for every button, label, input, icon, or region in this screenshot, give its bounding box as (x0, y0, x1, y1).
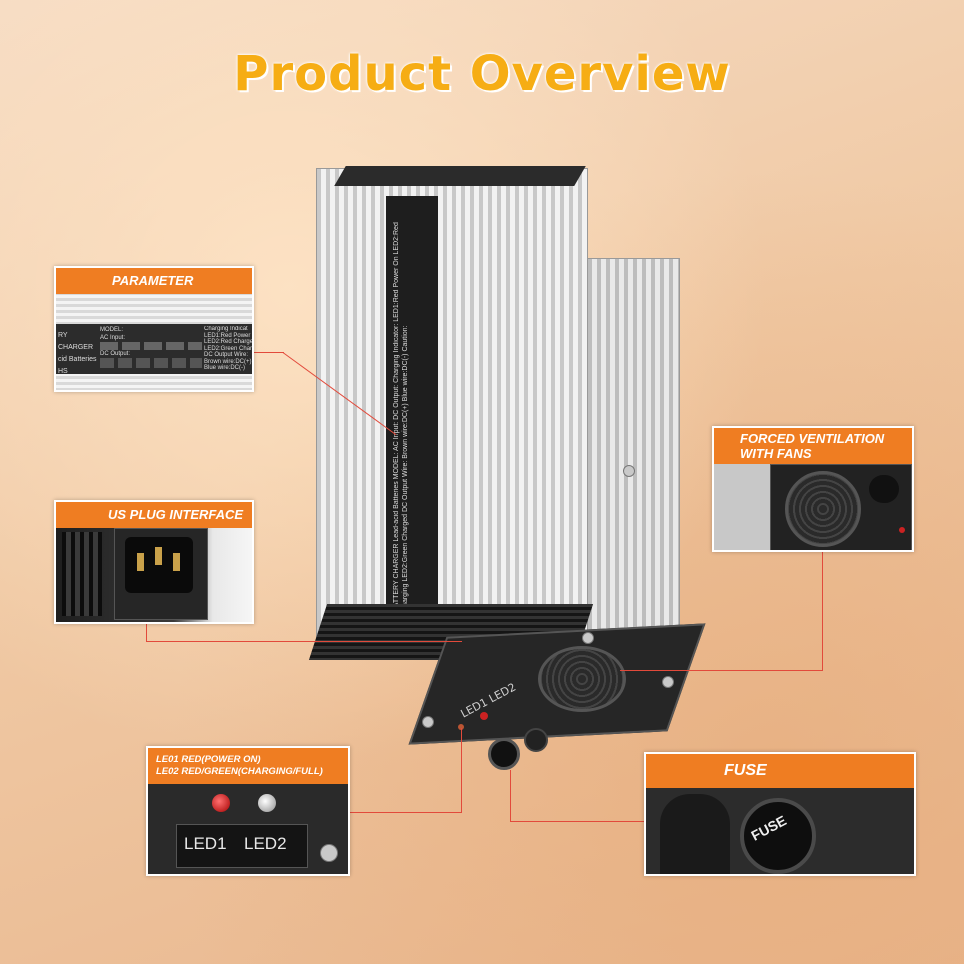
parameter-header: PARAMETER (56, 268, 252, 294)
screw (623, 465, 635, 477)
output-cable-icon (524, 728, 548, 752)
parameter-side-line: cid Batteries (58, 356, 97, 363)
led-dot-icon (458, 724, 464, 730)
screw (320, 844, 338, 862)
leader-line (510, 770, 511, 822)
screw (422, 716, 434, 728)
parameter-side-line: HS (58, 368, 68, 375)
leader-line (461, 728, 462, 813)
led1-icon (480, 712, 488, 720)
charger-spec-label: BATTERY CHARGER Lead-acid Batteries MODE… (386, 196, 438, 620)
leader-line (620, 670, 823, 671)
led1-label: LED1 (184, 834, 227, 853)
us-plug-header: US PLUG INTERFACE (56, 502, 252, 528)
fan-panel (770, 464, 912, 550)
fans-header: FORCED VENTILATION WITH FANS (714, 428, 912, 464)
vent-grille (62, 532, 102, 616)
led-callout: LE01 RED(POWER ON) LE02 RED/GREEN(CHARGI… (146, 746, 350, 876)
fuse-holder-icon (740, 798, 816, 874)
leader-line (250, 352, 284, 353)
parameter-line: LED1:Red Power (204, 332, 251, 339)
plug-housing (114, 528, 208, 620)
fan-icon (538, 646, 626, 712)
led-header-line2: LE02 RED/GREEN(CHARGING/FULL) (156, 766, 323, 777)
screw (662, 676, 674, 688)
led1-icon (212, 794, 230, 812)
parameter-line-ac-input: AC Input: (100, 335, 126, 341)
screw (582, 632, 594, 644)
leader-line (146, 641, 462, 642)
leader-line (346, 812, 462, 813)
leader-line (146, 620, 147, 642)
led2-icon (258, 794, 276, 812)
parameter-line: LED2:Green Char (204, 345, 252, 352)
charger-top-edge (334, 166, 586, 186)
cable-icon (660, 794, 730, 874)
led2-label: LED2 (244, 834, 287, 853)
us-plug-callout: US PLUG INTERFACE (54, 500, 254, 624)
leader-line (510, 821, 646, 822)
parameter-side-line: RY CHARGER (58, 332, 94, 351)
parameter-line: Brown wire:DC(+) (204, 358, 252, 365)
fuse-holder-icon (488, 738, 520, 770)
charger-main-body (316, 168, 588, 640)
parameter-line-model: MODEL: (100, 327, 124, 333)
charger-side-body (547, 258, 680, 680)
led-dot-icon (899, 527, 905, 533)
fuse-header: FUSE (646, 754, 914, 788)
parameter-line: Charging Indicat (204, 326, 248, 332)
leader-line (822, 548, 823, 670)
parameter-line: Blue wire:DC(-) (204, 365, 246, 371)
parameter-line: LED2:Red Charge (204, 339, 252, 345)
fans-callout: FORCED VENTILATION WITH FANS (712, 426, 914, 552)
fuse-callout: FUSE FUSE (644, 752, 916, 876)
parameter-callout: PARAMETER RY CHARGER cid Batteries HS MO… (54, 266, 254, 392)
led-header-line1: LE01 RED(POWER ON) (156, 754, 261, 765)
fan-icon (785, 471, 861, 547)
page-title: Product Overview (233, 46, 731, 102)
parameter-line-dc-output: DC Output: (100, 351, 131, 357)
output-cable-icon (869, 475, 899, 503)
parameter-line: DC Output Wire: (204, 352, 249, 358)
iec-socket-icon (125, 537, 193, 593)
